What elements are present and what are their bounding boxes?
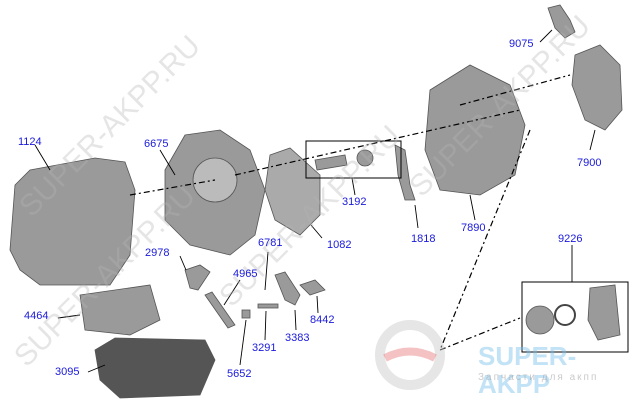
part-7890-housing <box>424 64 526 196</box>
part-8442-lever <box>299 279 326 296</box>
label-7900[interactable]: 7900 <box>577 157 602 169</box>
group-box-9226 <box>521 281 629 353</box>
label-1818[interactable]: 1818 <box>411 233 436 245</box>
label-4464[interactable]: 4464 <box>24 310 49 322</box>
label-9075[interactable]: 9075 <box>509 38 534 50</box>
label-3383[interactable]: 3383 <box>285 332 310 344</box>
label-6781[interactable]: 6781 <box>258 237 283 249</box>
part-2978-lever <box>184 264 211 291</box>
label-9226[interactable]: 9226 <box>558 233 583 245</box>
logo-swoosh <box>383 347 437 362</box>
label-2978[interactable]: 2978 <box>145 247 170 259</box>
part-3383-lever <box>274 271 301 306</box>
part-3192-piston <box>356 149 374 167</box>
assembly-arrows <box>129 74 571 351</box>
part-9226-ring <box>554 304 576 326</box>
logo-gear <box>375 320 445 390</box>
leader-lines <box>34 29 596 373</box>
label-1082[interactable]: 1082 <box>327 239 352 251</box>
group-box-3192 <box>305 140 402 179</box>
label-4965[interactable]: 4965 <box>233 268 258 280</box>
part-1818-strap <box>394 144 416 201</box>
label-3095[interactable]: 3095 <box>55 366 80 378</box>
part-4464-valvebody <box>79 284 161 336</box>
label-7890[interactable]: 7890 <box>461 222 486 234</box>
part-4965-shaft <box>204 291 236 329</box>
label-8442[interactable]: 8442 <box>310 314 335 326</box>
label-3291[interactable]: 3291 <box>252 342 277 354</box>
label-1124[interactable]: 1124 <box>18 136 42 148</box>
part-1124-case <box>9 157 136 286</box>
logo-tagline: Запчасти для акпп <box>478 372 599 383</box>
part-3192-spring <box>314 154 348 171</box>
label-3192[interactable]: 3192 <box>342 196 367 208</box>
label-6675[interactable]: 6675 <box>144 138 169 150</box>
part-7900-cover <box>571 44 623 131</box>
part-9226-pump <box>525 305 555 335</box>
part-9075-sensor <box>547 4 576 39</box>
part-9226-body <box>587 284 621 341</box>
part-5652-spring <box>241 309 251 319</box>
part-3095-pan <box>94 337 216 399</box>
part-3291-pin <box>257 303 279 309</box>
label-5652[interactable]: 5652 <box>227 368 252 380</box>
logo-name: SUPER-AKPP <box>478 341 577 399</box>
